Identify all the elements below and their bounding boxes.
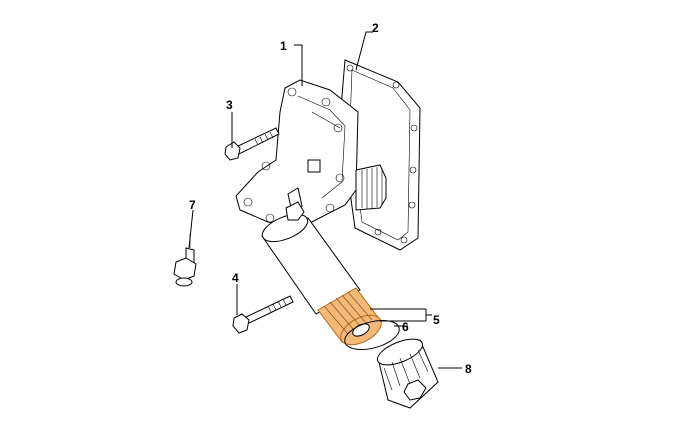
- callout-1: 1: [280, 39, 287, 53]
- pressure-sensor: [173, 234, 197, 287]
- callout-8: 8: [465, 362, 472, 376]
- o-ring: [344, 320, 400, 350]
- housing-sensor: [285, 187, 305, 221]
- callout-6: 6: [402, 320, 409, 334]
- leader-lines: [188, 31, 462, 369]
- callout-5: 5: [433, 313, 440, 327]
- callout-2: 2: [372, 21, 379, 35]
- bolt-4: [232, 295, 294, 334]
- callout-4: 4: [232, 271, 239, 285]
- callout-7: 7: [189, 198, 196, 212]
- filter-cap: [376, 338, 439, 409]
- filter-element: [317, 287, 382, 346]
- oil-filter-housing: [235, 79, 387, 229]
- bolt-3: [224, 127, 280, 161]
- filter-canister: [261, 213, 361, 315]
- callout-3: 3: [226, 98, 233, 112]
